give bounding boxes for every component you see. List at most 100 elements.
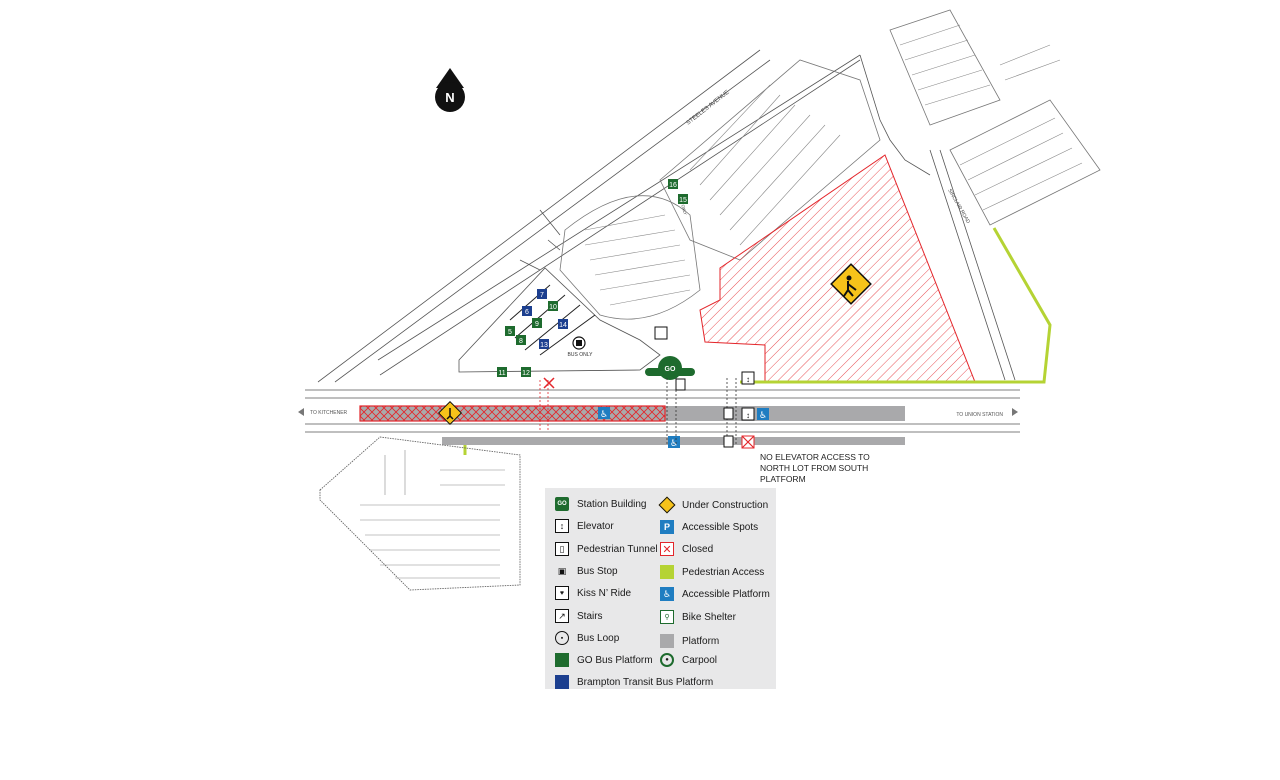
compass-label: N xyxy=(445,90,454,105)
accessible-platform-icon: ♿ xyxy=(668,436,680,448)
legend-item-go-bus-platform: GO Bus Platform xyxy=(555,652,653,668)
svg-text:♿: ♿ xyxy=(600,409,608,419)
svg-text:8: 8 xyxy=(519,338,523,345)
accessible-platform-icon: ♿ xyxy=(660,587,674,601)
legend-item-brampton-bus-platform: Brampton Transit Bus Platform xyxy=(555,674,713,690)
kiss-n-ride-icon: ♥ xyxy=(555,586,569,600)
svg-text:12: 12 xyxy=(522,370,530,377)
svg-text:14: 14 xyxy=(559,322,567,329)
bus-bay-9: 9 xyxy=(532,318,542,328)
pedestrian-tunnel-icon xyxy=(675,378,734,448)
street-label-steeles: STEELES AVENUE xyxy=(686,89,731,126)
closed-icon xyxy=(543,377,555,389)
bus-bay-13: 13 xyxy=(539,339,549,349)
svg-text:13: 13 xyxy=(540,342,548,349)
legend-label: Kiss N’ Ride xyxy=(577,587,632,599)
under-construction-icon xyxy=(830,263,872,305)
svg-text:5: 5 xyxy=(508,329,512,336)
legend-item-platform: Platform xyxy=(660,633,719,649)
svg-text:15: 15 xyxy=(679,197,687,204)
north-site-outline xyxy=(317,49,1016,383)
direction-east-label: TO UNION STATION xyxy=(956,412,1003,418)
svg-text:11: 11 xyxy=(498,370,505,377)
closed-platform-section xyxy=(359,405,666,422)
legend-item-kiss-n-ride: ♥ Kiss N’ Ride xyxy=(555,585,631,601)
legend-label: Bike Shelter xyxy=(682,611,736,623)
rail-tracks xyxy=(305,389,1020,433)
kiss-n-ride-icon xyxy=(654,326,668,340)
legend-label: Bus Stop xyxy=(577,565,618,577)
bus-bay-12: 12 xyxy=(521,367,531,377)
bus-bay-8: 8 xyxy=(516,335,526,345)
bus-bay-15: 15 xyxy=(678,194,688,204)
under-construction-icon xyxy=(658,496,676,514)
bus-bays: 7 6 10 9 14 58 13 11 12 16 15 xyxy=(497,179,688,377)
legend-label: Stairs xyxy=(577,610,603,622)
svg-text:9: 9 xyxy=(535,321,539,328)
bus-bay-16: 16 xyxy=(668,179,678,189)
station-building-icon: GO xyxy=(555,497,569,511)
platform-swatch xyxy=(660,634,674,648)
legend-label: Pedestrian Tunnel xyxy=(577,543,658,555)
accessible-parking-icon: P xyxy=(660,520,674,534)
bike-shelter-icon: ⚲ xyxy=(660,610,674,624)
svg-text:↕: ↕ xyxy=(746,375,750,384)
legend-label: Under Construction xyxy=(682,499,769,511)
under-construction-icon xyxy=(437,400,463,426)
svg-text:♿: ♿ xyxy=(759,410,767,420)
bus-loop-label: BUS ONLY xyxy=(568,352,594,358)
bus-stop-icon: ▣ xyxy=(557,565,567,576)
parking-lot-south xyxy=(319,436,521,591)
bus-bay-6: 6 xyxy=(522,306,532,316)
legend-label: Pedestrian Access xyxy=(682,566,765,578)
bus-bay-11: 11 xyxy=(497,367,507,377)
parking-lot-north-a xyxy=(559,195,701,320)
elevator-access-notice: NO ELEVATOR ACCESS TO NORTH LOT FROM SOU… xyxy=(760,452,870,484)
carpool-icon: ● xyxy=(660,653,674,667)
brampton-bus-platform-swatch xyxy=(555,675,569,689)
station-building-icon: GO xyxy=(645,356,695,380)
legend-item-pedestrian-tunnel: ▯Pedestrian Tunnel xyxy=(555,541,658,557)
svg-text:16: 16 xyxy=(669,182,677,189)
svg-text:7: 7 xyxy=(540,292,544,299)
legend-item-carpool: ● Carpool xyxy=(660,652,717,668)
go-bus-platform-swatch xyxy=(555,653,569,667)
elevator-icon: ↕ xyxy=(555,519,569,533)
legend-label: Carpool xyxy=(682,654,718,666)
closed-tunnel xyxy=(539,380,549,432)
svg-text:10: 10 xyxy=(549,304,557,311)
legend-item-closed: ✕Closed xyxy=(660,541,713,557)
legend-label: Station Building xyxy=(577,498,647,510)
legend-item-accessible-platform: ♿ Accessible Platform xyxy=(660,586,770,602)
legend-item-pedestrian-access: Pedestrian Access xyxy=(660,564,764,580)
bus-loop-icon: ▪ xyxy=(555,631,569,645)
legend-item-stairs: ↗Stairs xyxy=(555,608,603,624)
svg-text:GO: GO xyxy=(665,366,676,373)
accessible-platform-icon: ♿ xyxy=(598,407,610,419)
legend-label: Elevator xyxy=(577,520,614,532)
svg-text:↕: ↕ xyxy=(746,411,750,420)
north-compass-icon: N xyxy=(435,68,465,112)
legend-item-under-construction: Under Construction xyxy=(658,496,769,514)
street-label-bus-only: BUS ONLY xyxy=(678,195,688,216)
svg-text:♿: ♿ xyxy=(670,438,678,448)
legend-label: Accessible Platform xyxy=(682,588,770,600)
accessible-platform-icon: ♿ xyxy=(757,408,769,420)
legend-label: Brampton Transit Bus Platform xyxy=(577,676,714,688)
direction-west-label: TO KITCHENER xyxy=(310,410,348,416)
legend-label: Platform xyxy=(682,635,720,647)
legend-item-bus-stop: ▣ Bus Stop xyxy=(555,563,618,579)
closed-icon: ✕ xyxy=(660,542,674,556)
svg-text:6: 6 xyxy=(525,309,529,316)
legend-item-station-building: GO Station Building xyxy=(555,496,647,512)
bus-bay-5: 5 xyxy=(505,326,515,336)
bus-loop-icon xyxy=(572,336,586,350)
closed-elevator-icon xyxy=(741,435,755,449)
bus-bay-7: 7 xyxy=(537,289,547,299)
parking-lot-north-b xyxy=(659,59,881,261)
legend-item-bus-loop: ▪Bus Loop xyxy=(555,630,619,646)
pedestrian-access-swatch xyxy=(660,565,674,579)
legend-label: GO Bus Platform xyxy=(577,654,653,666)
